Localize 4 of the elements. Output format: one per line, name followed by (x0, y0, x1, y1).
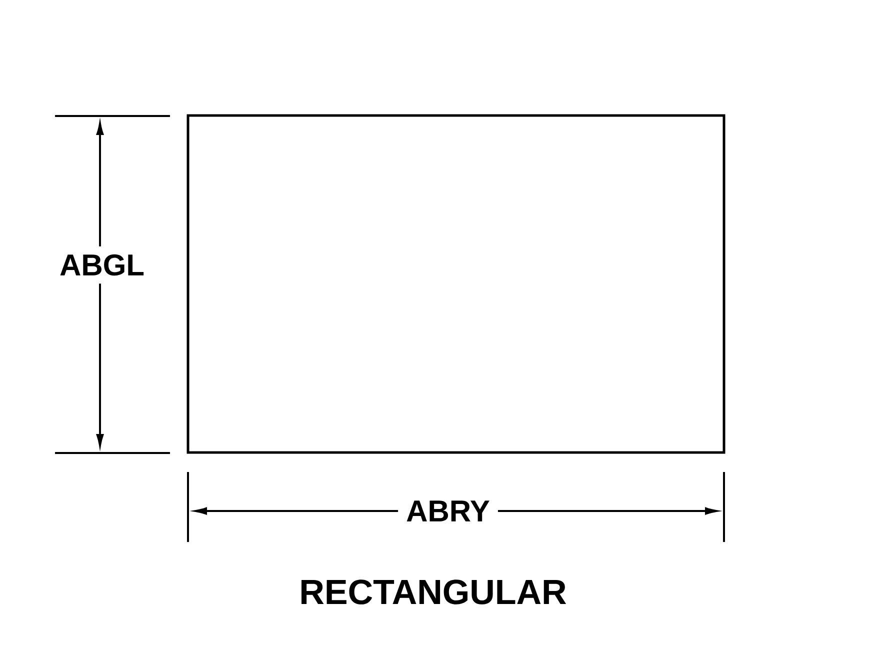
dimension-label: ABGL (52, 246, 152, 284)
dimension-label: ABRY (398, 492, 498, 530)
caption: RECTANGULAR (302, 580, 566, 604)
rectangle-outline (186, 114, 726, 454)
